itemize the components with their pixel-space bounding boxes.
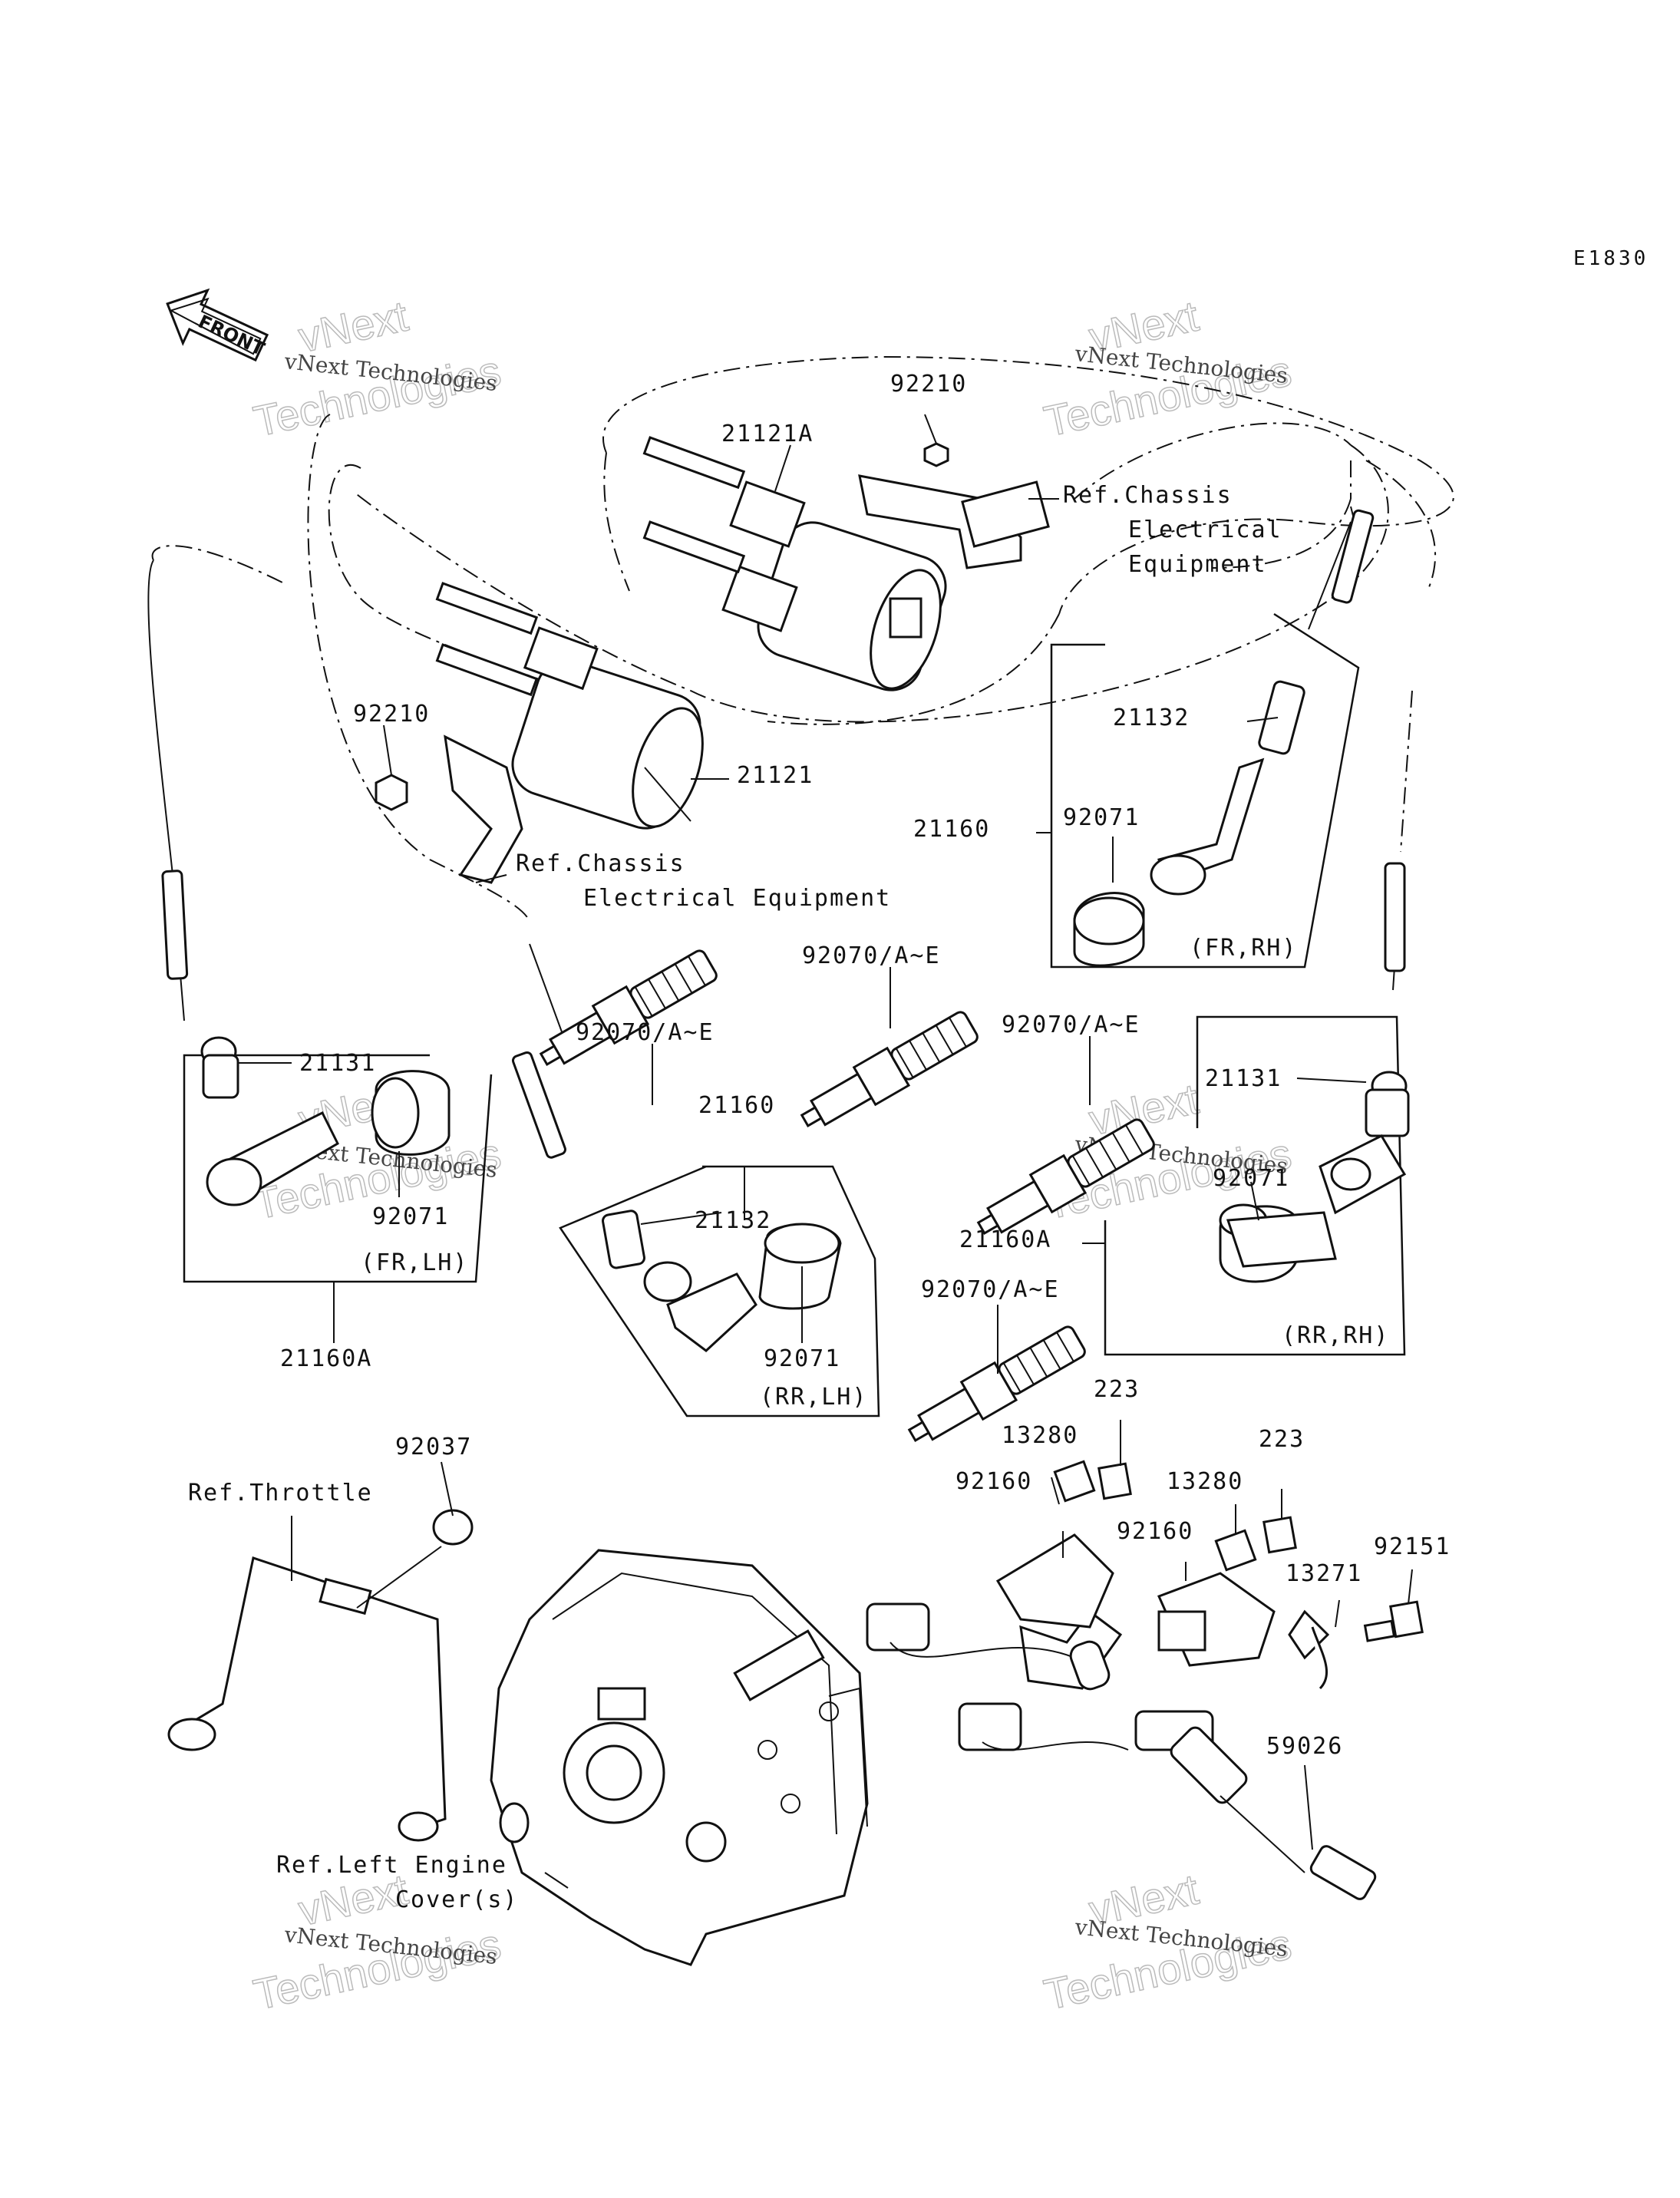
part-21131-right: 21131 bbox=[1205, 1065, 1282, 1092]
part-21160A-right: 21160A bbox=[959, 1226, 1051, 1253]
group-box-fr-lh bbox=[183, 1054, 493, 1283]
group-rr-rh: (RR,RH) bbox=[1282, 1322, 1389, 1349]
part-92071-left: 92071 bbox=[372, 1203, 449, 1230]
throttle-cable bbox=[167, 1509, 474, 1842]
ref-chassis-top-2: Electrical bbox=[1128, 516, 1282, 543]
part-92071-top: 92071 bbox=[1063, 804, 1140, 831]
part-21160-mid: 21160 bbox=[698, 1092, 775, 1119]
ignition-coil-21121 bbox=[375, 582, 704, 884]
part-223-b: 223 bbox=[1259, 1426, 1305, 1453]
part-92070-low: 92070/A~E bbox=[921, 1276, 1060, 1303]
ref-chassis-left-1: Ref.Chassis bbox=[516, 850, 685, 877]
ref-throttle: Ref.Throttle bbox=[188, 1480, 373, 1507]
part-21160-right: 21160 bbox=[913, 816, 990, 843]
part-21121: 21121 bbox=[737, 762, 814, 789]
ref-engine-cover-2: Cover(s) bbox=[395, 1886, 519, 1913]
spark-plug-fr-lh bbox=[539, 949, 718, 1066]
part-92037: 92037 bbox=[395, 1434, 472, 1460]
group-box-rr-rh bbox=[1104, 1015, 1406, 1356]
diagram-code: E1830 bbox=[1573, 247, 1649, 270]
part-92151: 92151 bbox=[1374, 1533, 1451, 1560]
group-fr-lh: (FR,LH) bbox=[361, 1249, 468, 1276]
group-box-fr-rh bbox=[1050, 612, 1360, 969]
lead-terminals bbox=[161, 509, 1406, 1159]
part-13280-b: 13280 bbox=[1167, 1468, 1243, 1495]
pickup-coils-harness bbox=[866, 1460, 1424, 1900]
ref-chassis-top-1: Ref.Chassis bbox=[1063, 482, 1233, 509]
reference-labels: Ref.Chassis Electrical Equipment Ref.Cha… bbox=[188, 482, 1282, 1913]
part-21132-mid: 21132 bbox=[695, 1207, 771, 1234]
group-fr-rh: (FR,RH) bbox=[1190, 935, 1297, 962]
plug-cap-rr-lh bbox=[602, 1210, 842, 1352]
leader-lines bbox=[238, 414, 1413, 1889]
part-92071-mid: 92071 bbox=[764, 1345, 840, 1372]
part-labels: 92210 21121A 92210 21121 21132 21160 920… bbox=[280, 371, 1451, 1760]
part-92210-top: 92210 bbox=[890, 371, 967, 398]
plug-cap-21132-top bbox=[1073, 680, 1305, 967]
part-92160-b: 92160 bbox=[1117, 1518, 1193, 1545]
group-box-rr-lh bbox=[559, 1165, 880, 1417]
group-rr-lh: (RR,LH) bbox=[760, 1384, 867, 1411]
part-223-a: 223 bbox=[1094, 1376, 1140, 1403]
plug-cap-fr-lh bbox=[200, 1036, 451, 1206]
part-21121A: 21121A bbox=[721, 421, 814, 447]
ref-engine-cover-1: Ref.Left Engine bbox=[276, 1852, 507, 1879]
spark-plug-rr-lh bbox=[976, 1118, 1155, 1235]
ref-chassis-top-3: Equipment bbox=[1128, 551, 1267, 578]
part-92071-right: 92071 bbox=[1213, 1165, 1289, 1192]
plug-cap-rr-rh bbox=[1219, 1071, 1410, 1283]
spark-plug-fr-rh bbox=[800, 1011, 979, 1127]
part-21160A-left: 21160A bbox=[280, 1345, 372, 1372]
part-92160-a: 92160 bbox=[956, 1468, 1032, 1495]
part-21132-top: 21132 bbox=[1113, 705, 1190, 731]
part-59026: 59026 bbox=[1266, 1733, 1343, 1760]
part-13271: 13271 bbox=[1286, 1560, 1362, 1587]
group-labels: (FR,RH) (FR,LH) (RR,LH) (RR,RH) bbox=[361, 935, 1389, 1411]
part-92070-mid: 92070/A~E bbox=[802, 942, 941, 969]
part-92210-left: 92210 bbox=[353, 701, 430, 728]
ignition-coil-21121A bbox=[642, 436, 1050, 691]
part-92070-left: 92070/A~E bbox=[576, 1019, 715, 1046]
ref-chassis-left-2: Electrical Equipment bbox=[583, 885, 891, 912]
part-21131-left: 21131 bbox=[299, 1050, 376, 1077]
spark-plug-rr-rh bbox=[907, 1325, 1086, 1442]
part-92070-right: 92070/A~E bbox=[1002, 1012, 1140, 1038]
part-13280-a: 13280 bbox=[1002, 1422, 1078, 1449]
engine-left-cover bbox=[490, 1549, 869, 1966]
front-arrow-icon: FRONT bbox=[166, 288, 269, 362]
